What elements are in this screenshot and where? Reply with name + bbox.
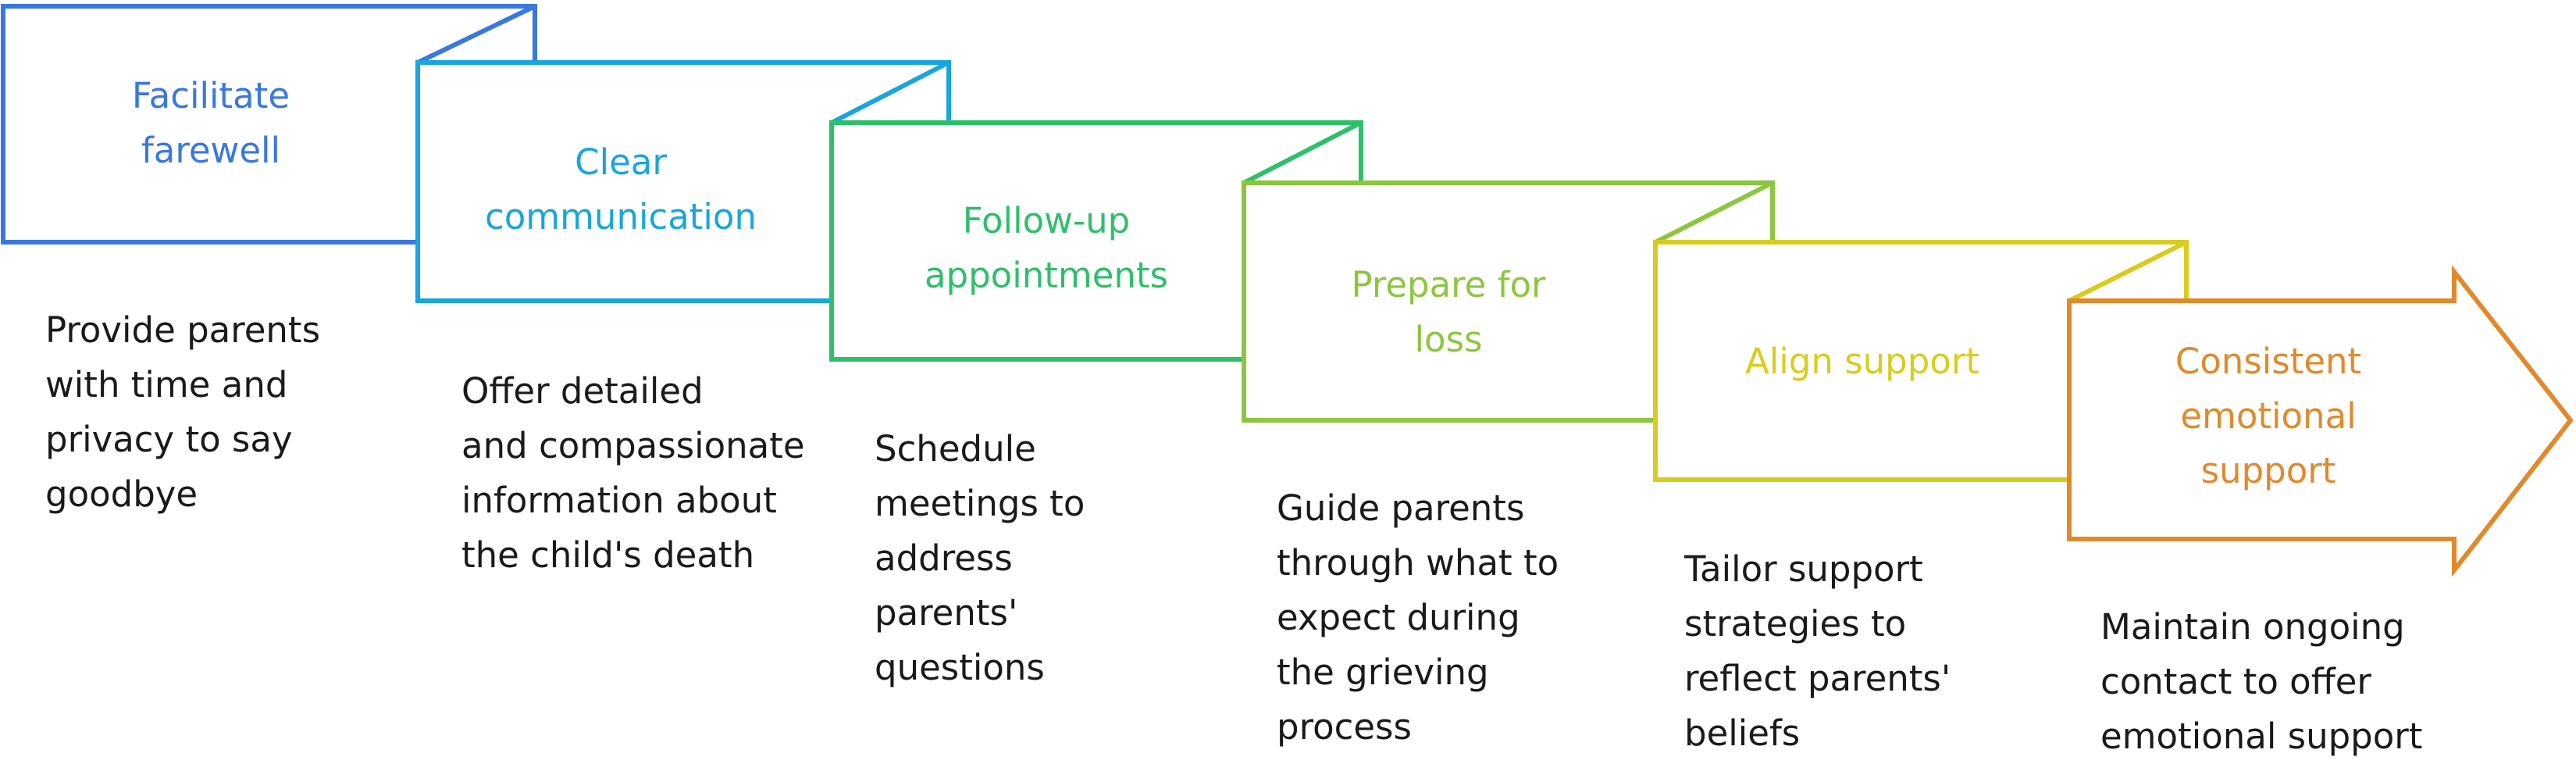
- step-2-description: Offer detailed and compassionate informa…: [461, 370, 805, 576]
- step-1-description: Provide parents with time and privacy to…: [45, 309, 321, 515]
- step-3-description: Schedule meetings to address parents' qu…: [875, 428, 1085, 688]
- step-1-fold-line: [416, 4, 536, 65]
- step-5-fold-line: [2068, 240, 2188, 303]
- step-4-fold-line: [1654, 180, 1774, 245]
- step-6-title: Consistent emotional support: [2175, 341, 2362, 491]
- step-5-description: Tailor support strategies to reflect par…: [1684, 548, 1951, 754]
- step-6-arrow-shape: [2067, 265, 2574, 577]
- step-6-description: Maintain ongoing contact to offer emotio…: [2100, 606, 2423, 757]
- step-3-title: Follow-up appointments: [924, 200, 1169, 296]
- step-4-title: Prepare for loss: [1351, 264, 1546, 360]
- step-4-description: Guide parents through what to expect dur…: [1277, 487, 1559, 748]
- step-3-fold-line: [1242, 120, 1363, 185]
- step-5-title: Align support: [1745, 341, 1979, 382]
- step-2-fold-line: [830, 60, 950, 125]
- step-1-title: Facilitate farewell: [131, 75, 290, 171]
- step-2-title: Clear communication: [484, 141, 757, 237]
